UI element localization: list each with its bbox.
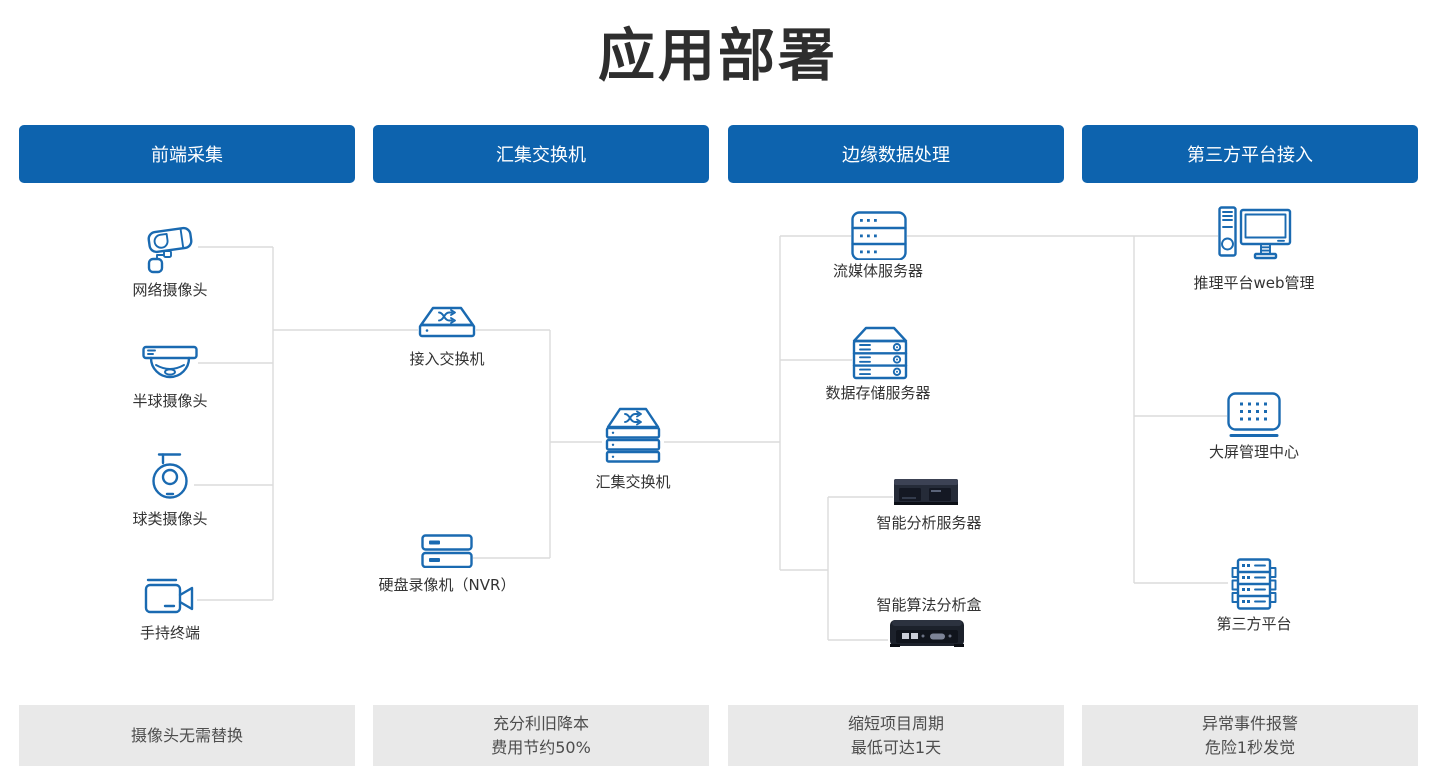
led-screen-icon (1227, 392, 1281, 440)
node-label-handheld-terminal: 手持终端 (137, 622, 203, 643)
dome-camera-icon (142, 344, 198, 386)
header-edge-processing: 边缘数据处理 (728, 125, 1064, 183)
footer-schedule-benefit: 缩短项目周期最低可达1天 (728, 705, 1064, 766)
node-label-access-switch: 接入交换机 (407, 348, 487, 369)
bullet-camera-icon (142, 224, 198, 274)
rack-server-photo (893, 478, 959, 506)
server-dots-icon (851, 211, 907, 261)
handheld-camera-icon (141, 578, 197, 622)
node-label-network-camera: 网络摄像头 (130, 279, 210, 300)
node-label-algorithm-box: 智能算法分析盒 (874, 594, 984, 615)
footer-cost-benefit: 充分利旧降本费用节约50% (373, 705, 709, 766)
node-label-aggregation-switch: 汇集交换机 (593, 471, 673, 492)
node-label-web-management: 推理平台web管理 (1191, 272, 1317, 293)
storage-server-icon (852, 326, 908, 380)
ptz-camera-icon (146, 452, 194, 506)
switch-icon (418, 306, 476, 340)
nvr-icon (421, 534, 473, 569)
node-label-dome-camera: 半球摄像头 (130, 390, 210, 411)
platform-server-icon (1228, 558, 1280, 610)
stacked-switch-icon (602, 407, 664, 465)
page-title: 应用部署 (598, 23, 838, 89)
header-frontend-capture: 前端采集 (19, 125, 355, 183)
header-aggregation-switch: 汇集交换机 (373, 125, 709, 183)
node-label-streaming-server: 流媒体服务器 (830, 260, 926, 281)
node-label-analysis-server: 智能分析服务器 (874, 512, 984, 533)
node-label-ball-camera: 球类摄像头 (130, 508, 210, 529)
footer-alert-benefit: 异常事件报警危险1秒发觉 (1082, 705, 1418, 766)
desktop-computer-icon (1218, 206, 1292, 260)
node-label-third-party: 第三方平台 (1214, 613, 1294, 634)
node-label-storage-server: 数据存储服务器 (823, 382, 933, 403)
footer-frontend-benefit: 摄像头无需替换 (19, 705, 355, 766)
node-label-nvr: 硬盘录像机（NVR） (376, 574, 518, 595)
header-third-party-access: 第三方平台接入 (1082, 125, 1418, 183)
node-label-big-screen: 大屏管理中心 (1206, 441, 1302, 462)
edge-box-photo (888, 617, 966, 649)
